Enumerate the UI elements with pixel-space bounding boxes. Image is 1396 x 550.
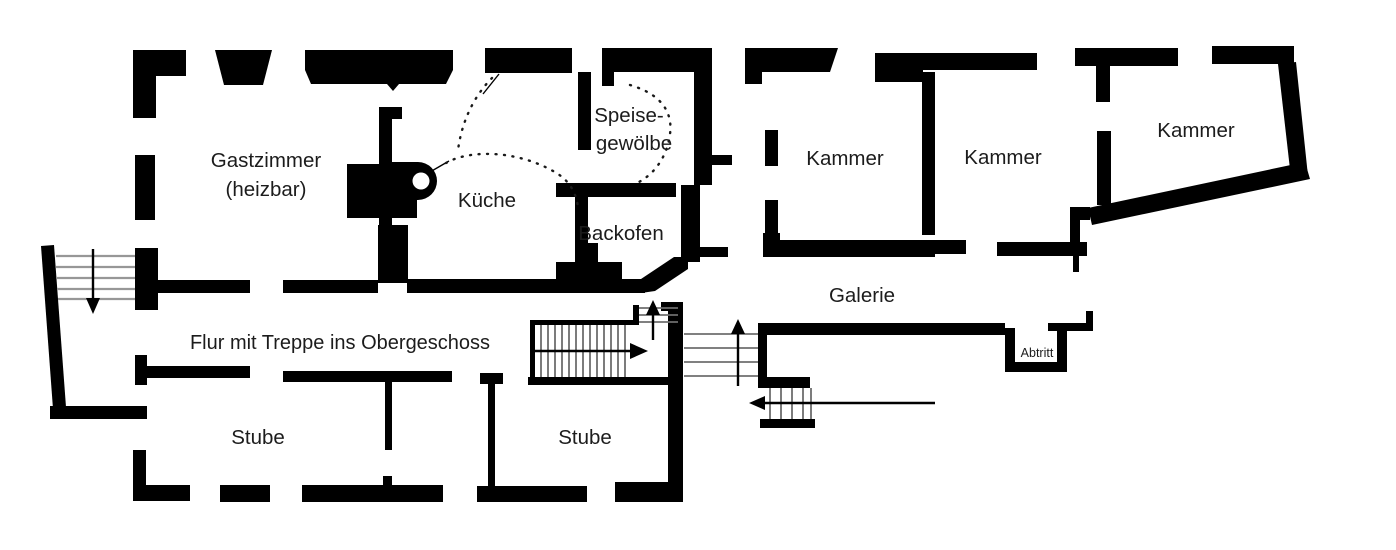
room-label-abtritt: Abtritt <box>1021 346 1054 360</box>
oven-circle <box>412 172 430 190</box>
room-label-stube-1: Stube <box>231 426 285 449</box>
stair-left-arrow <box>749 396 935 410</box>
corridor-walls <box>147 257 688 382</box>
room-label-galerie: Galerie <box>829 284 895 307</box>
stair-down-arrow <box>86 249 100 314</box>
dotted-arcs <box>444 73 672 209</box>
room-label-kammer-3: Kammer <box>1157 119 1235 142</box>
stove-chimney-block <box>347 107 450 283</box>
main-stair <box>528 320 668 385</box>
kammer-walls <box>688 72 1310 272</box>
room-label-kammer-1: Kammer <box>806 147 884 170</box>
outer-left-wall <box>41 155 190 501</box>
room-label-kueche: Küche <box>458 189 516 212</box>
room-labels: Gastzimmer (heizbar) Küche Speise- gewöl… <box>190 104 1235 449</box>
pantry-vault-arc <box>628 83 672 186</box>
rear-stair <box>749 377 935 428</box>
outer-top-wall <box>133 46 1308 178</box>
stube-divider-walls <box>383 302 683 500</box>
pantry-and-oven-walls <box>556 60 732 282</box>
stair-up-arrow <box>646 300 660 340</box>
room-label-speisegewoelbe-2: gewölbe <box>596 132 672 155</box>
stair-up-arrow-2 <box>731 319 745 386</box>
room-label-speisegewoelbe-1: Speise- <box>594 104 664 127</box>
abtritt-walls <box>1005 325 1067 372</box>
entry-stair <box>56 249 135 314</box>
outer-bottom-wall <box>220 482 683 502</box>
stair-right-arrow <box>533 343 648 359</box>
room-label-backofen: Backofen <box>578 222 663 245</box>
room-label-stube-2: Stube <box>558 426 612 449</box>
room-label-gastzimmer: Gastzimmer <box>211 149 322 172</box>
landing-stair <box>633 300 678 340</box>
room-label-kammer-2: Kammer <box>964 146 1042 169</box>
gallery-bottom-wall <box>758 311 1093 335</box>
room-label-gastzimmer-heizbar: (heizbar) <box>226 178 307 201</box>
gallery-stair <box>684 319 767 388</box>
room-label-flur: Flur mit Treppe ins Obergeschoss <box>190 332 490 354</box>
door-leaf-line <box>482 73 500 95</box>
door-swing-arc <box>456 76 494 152</box>
